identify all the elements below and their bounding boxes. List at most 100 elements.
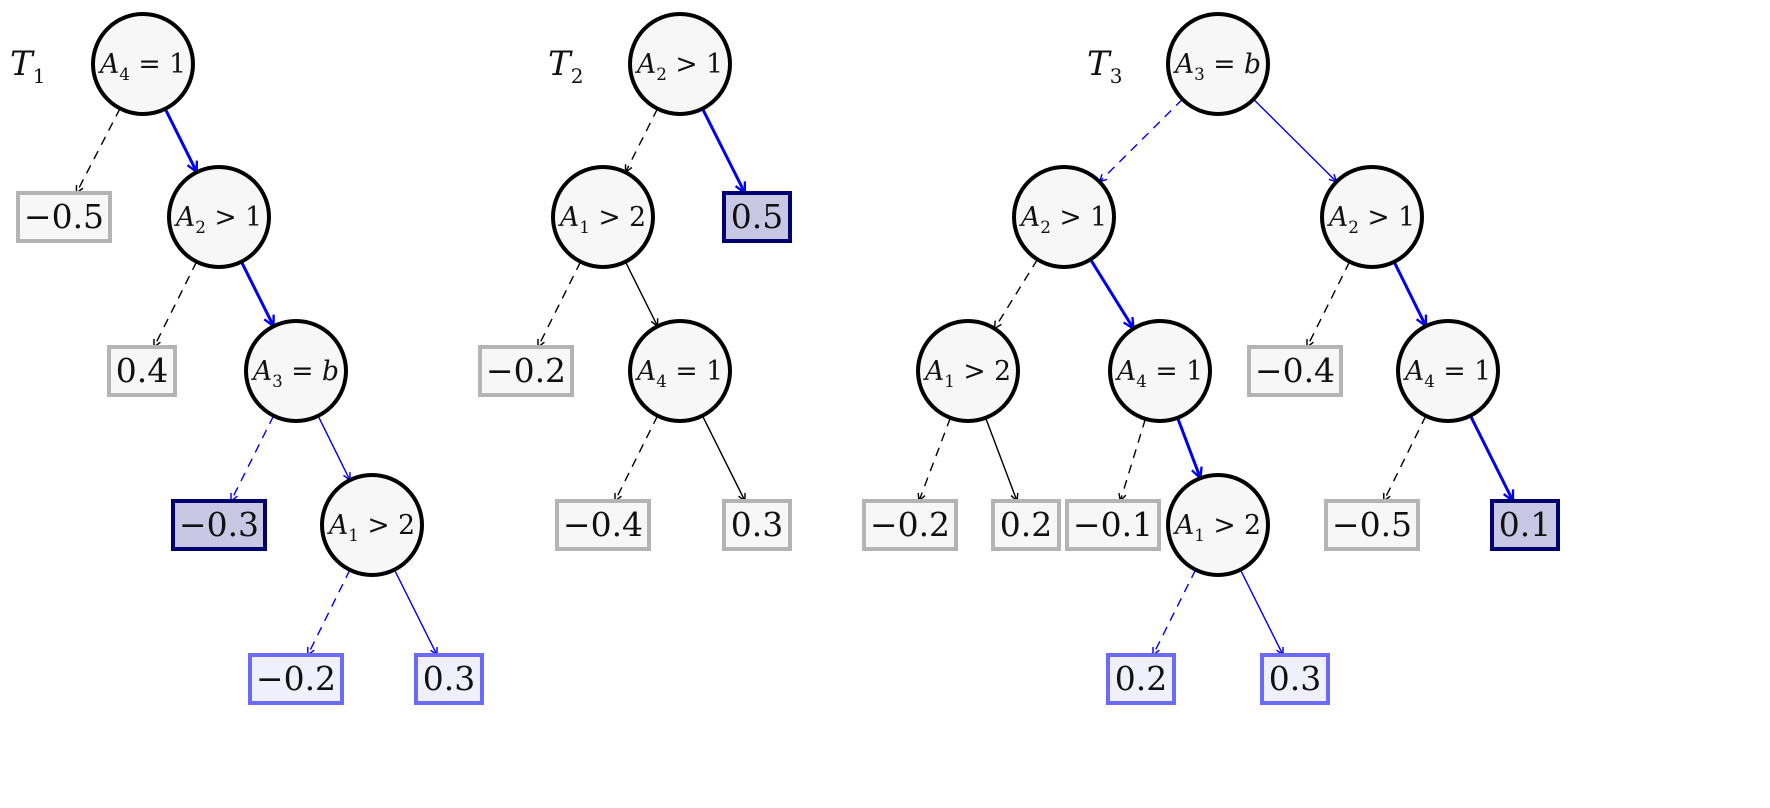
- leaf-value: −0.5: [24, 197, 104, 236]
- leaf-box: [107, 345, 177, 397]
- edge-false-branch: [1120, 418, 1147, 501]
- edge-false-branch: [995, 259, 1039, 328]
- leaf-box: [555, 499, 651, 551]
- edge-false-branch: [231, 415, 275, 501]
- split-condition: A1 > 2: [557, 202, 646, 238]
- split-node: A4 = 1: [91, 12, 195, 116]
- leaf-box: [1260, 653, 1330, 705]
- edge-true-branch: [1239, 569, 1283, 655]
- leaf-box: [722, 499, 792, 551]
- split-condition: A3 = b: [1172, 49, 1261, 85]
- tree-title-3: T3: [1087, 44, 1122, 88]
- edge-true-branch: [240, 261, 275, 327]
- leaf-value: −0.2: [870, 505, 950, 544]
- edge-false-branch: [919, 417, 952, 501]
- leaf-box: [171, 499, 267, 551]
- leaf-value: −0.5: [1332, 505, 1412, 544]
- leaf-value: 0.3: [731, 505, 783, 544]
- leaf-box: [478, 345, 574, 397]
- leaf-selected: −0.3: [171, 499, 267, 551]
- split-condition: A1 > 2: [922, 356, 1011, 392]
- tree-title-2: T2: [548, 44, 583, 88]
- leaf-value: −0.4: [563, 505, 643, 544]
- split-node: A2 > 1: [1320, 165, 1424, 269]
- edge-true-branch: [1469, 415, 1515, 501]
- split-node-circle: [551, 165, 655, 269]
- edge-false-branch: [1153, 569, 1197, 655]
- split-node-circle: [916, 319, 1020, 423]
- edge-false-branch: [1384, 415, 1427, 501]
- leaf-default: −0.4: [555, 499, 651, 551]
- edge-false-branch: [615, 415, 659, 501]
- split-node-circle: [1396, 319, 1500, 423]
- split-condition: A2 > 1: [173, 202, 262, 238]
- split-condition: A2 > 1: [634, 49, 723, 85]
- split-node-circle: [244, 319, 348, 423]
- leaf-alt: 0.3: [414, 653, 484, 705]
- split-condition: A3 = b: [250, 356, 339, 392]
- leaf-box: [1065, 499, 1161, 551]
- leaf-box: [1247, 345, 1343, 397]
- leaf-value: 0.2: [1000, 505, 1052, 544]
- leaf-value: −0.3: [179, 505, 259, 544]
- edge-false-branch: [1307, 261, 1351, 347]
- split-node-circle: [1166, 473, 1270, 577]
- edge-true-branch: [701, 108, 747, 193]
- edge-true-branch: [1176, 417, 1201, 478]
- split-node: A4 = 1: [628, 319, 732, 423]
- split-node-circle: [91, 12, 195, 116]
- leaf-default: 0.4: [107, 345, 177, 397]
- edge-false-branch: [626, 108, 659, 173]
- edge-true-branch: [317, 415, 350, 480]
- split-node-circle: [1166, 12, 1270, 116]
- split-node: A1 > 2: [320, 473, 424, 577]
- leaf-default: −0.5: [1324, 499, 1420, 551]
- split-node-circle: [1108, 319, 1212, 423]
- edge-false-branch: [308, 569, 351, 655]
- edge-false-branch: [76, 108, 121, 193]
- leaf-box: [1324, 499, 1420, 551]
- leaf-selected: 0.5: [722, 191, 792, 243]
- split-node-circle: [1320, 165, 1424, 269]
- split-condition: A4 = 1: [1114, 356, 1203, 392]
- leaf-selected: 0.1: [1490, 499, 1560, 551]
- leaf-box: [16, 191, 112, 243]
- leaf-default: −0.2: [478, 345, 574, 397]
- leaf-default: −0.1: [1065, 499, 1161, 551]
- leaf-default: −0.5: [16, 191, 112, 243]
- leaf-alt: −0.2: [248, 653, 344, 705]
- split-node: A3 = b: [1166, 12, 1270, 116]
- split-node: A4 = 1: [1108, 319, 1212, 423]
- leaf-default: 0.2: [991, 499, 1061, 551]
- leaf-default: −0.4: [1247, 345, 1343, 397]
- leaf-box: [722, 191, 792, 243]
- split-node-circle: [1012, 165, 1116, 269]
- split-node-circle: [628, 12, 732, 116]
- edge-true-branch: [1089, 258, 1134, 328]
- leaf-value: 0.2: [1115, 659, 1167, 698]
- split-node: A3 = b: [244, 319, 348, 423]
- leaf-value: −0.1: [1073, 505, 1153, 544]
- leaf-value: 0.1: [1499, 505, 1551, 544]
- split-condition: A2 > 1: [1018, 202, 1107, 238]
- leaf-box: [1106, 653, 1176, 705]
- edge-false-branch: [1100, 98, 1183, 182]
- split-node: A1 > 2: [1166, 473, 1270, 577]
- split-node: A1 > 2: [551, 165, 655, 269]
- edge-false-branch: [538, 261, 582, 347]
- edge-true-branch: [1392, 261, 1428, 326]
- leaf-alt: 0.3: [1260, 653, 1330, 705]
- leaf-box: [1490, 499, 1560, 551]
- split-condition: A4 = 1: [97, 49, 186, 85]
- edge-true-branch: [701, 415, 745, 501]
- tree-title-1: T1: [10, 44, 45, 88]
- leaf-value: −0.4: [1255, 351, 1335, 390]
- leaf-box: [991, 499, 1061, 551]
- leaf-value: 0.4: [116, 351, 168, 390]
- leaf-value: −0.2: [486, 351, 566, 390]
- leaf-default: 0.3: [722, 499, 792, 551]
- leaf-value: 0.3: [423, 659, 475, 698]
- leaf-box: [862, 499, 958, 551]
- edge-false-branch: [154, 261, 198, 347]
